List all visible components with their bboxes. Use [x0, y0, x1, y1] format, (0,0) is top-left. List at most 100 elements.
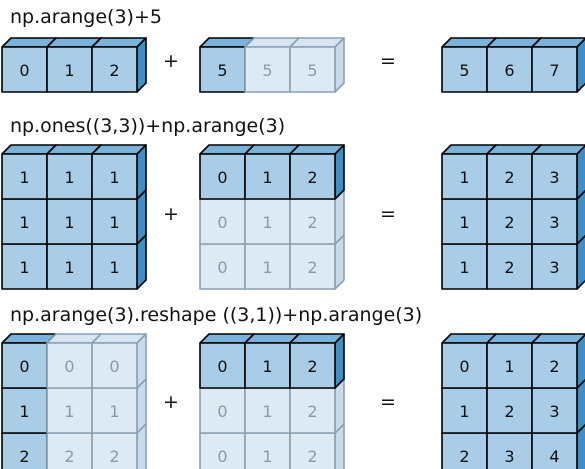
cell-front-face [531, 342, 578, 389]
cell-value: 0 [19, 357, 29, 376]
array-cell: 1 [91, 144, 147, 200]
array-cell: 3 [531, 144, 585, 200]
cell-value: 1 [19, 168, 29, 187]
cell-value: 1 [262, 402, 272, 421]
cell-value: 0 [459, 357, 469, 376]
equals-sign: = [380, 391, 396, 413]
cell-side-face [136, 37, 147, 93]
cell-value: 3 [549, 258, 559, 277]
array-cell: 2 [91, 37, 147, 93]
cell-value: 1 [459, 213, 469, 232]
cell-value: 5 [262, 61, 272, 80]
section-3: np.arange(3).reshape ((3,1))+np.arange(3… [1, 304, 585, 469]
array-cell: 2 [531, 333, 585, 389]
operand-b-array: 5 5 5 [199, 37, 345, 93]
cell-value: 1 [109, 168, 119, 187]
cell-value: 0 [19, 61, 29, 80]
cell-value: 1 [262, 168, 272, 187]
cell-value: 2 [549, 357, 559, 376]
broadcast-ghost-cell: 5 [289, 37, 345, 93]
cell-value: 1 [19, 213, 29, 232]
cell-value: 2 [459, 447, 469, 466]
result-array: 2 3 4 1 2 3 0 1 2 [441, 333, 585, 469]
cell-value: 0 [217, 447, 227, 466]
cell-value: 0 [109, 357, 119, 376]
cell-value: 1 [19, 402, 29, 421]
array-cell: 2 [289, 333, 345, 389]
cell-side-face [136, 333, 147, 389]
cell-value: 0 [217, 402, 227, 421]
cell-value: 5 [217, 61, 227, 80]
operand-b-array: 0 1 2 0 1 2 0 1 2 [199, 144, 345, 290]
cell-value: 1 [64, 258, 74, 277]
cell-front-face [91, 342, 138, 389]
cell-value: 4 [549, 447, 559, 466]
plus-sign: + [163, 391, 179, 413]
section-title: np.arange(3).reshape ((3,1))+np.arange(3… [10, 304, 422, 326]
cell-side-face [576, 37, 585, 93]
cell-value: 0 [217, 168, 227, 187]
array-cell: 2 [289, 144, 345, 200]
cell-value: 1 [262, 447, 272, 466]
cell-value: 2 [307, 357, 317, 376]
cell-value: 3 [549, 168, 559, 187]
cell-value: 2 [307, 447, 317, 466]
cell-side-face [136, 144, 147, 200]
cell-value: 1 [109, 213, 119, 232]
cell-value: 0 [217, 213, 227, 232]
cell-side-face [334, 144, 345, 200]
cell-value: 2 [307, 213, 317, 232]
broadcast-ghost-cell: 0 [91, 333, 147, 389]
cell-front-face [91, 153, 138, 200]
cell-front-face [289, 153, 336, 200]
cell-value: 2 [307, 168, 317, 187]
cell-side-face [576, 144, 585, 200]
cell-value: 0 [64, 357, 74, 376]
cell-value: 1 [262, 258, 272, 277]
cell-front-face [91, 46, 138, 93]
cell-value: 3 [504, 447, 514, 466]
plus-sign: + [163, 50, 179, 72]
cell-value: 0 [217, 357, 227, 376]
cell-front-face [531, 153, 578, 200]
cell-front-face [289, 342, 336, 389]
cell-value: 1 [262, 213, 272, 232]
equals-sign: = [380, 203, 396, 225]
cell-side-face [576, 333, 585, 389]
cell-side-face [334, 333, 345, 389]
cell-top-face [531, 333, 585, 344]
cell-value: 6 [504, 61, 514, 80]
cell-front-face [289, 46, 336, 93]
cell-value: 2 [109, 447, 119, 466]
cell-value: 2 [307, 402, 317, 421]
cell-value: 1 [262, 357, 272, 376]
cell-value: 2 [504, 213, 514, 232]
array-cell: 1 [91, 234, 147, 290]
cell-value: 1 [459, 402, 469, 421]
cell-value: 1 [109, 402, 119, 421]
cell-value: 3 [549, 402, 559, 421]
cell-top-face [531, 144, 585, 155]
cell-value: 2 [504, 258, 514, 277]
cell-value: 2 [307, 258, 317, 277]
cell-top-face [531, 37, 585, 48]
cell-value: 2 [19, 447, 29, 466]
cell-value: 1 [19, 258, 29, 277]
cell-value: 1 [459, 258, 469, 277]
cell-value: 7 [549, 61, 559, 80]
cell-value: 2 [504, 402, 514, 421]
cell-value: 1 [64, 61, 74, 80]
operand-b-array: 0 1 2 0 1 2 0 1 2 [199, 333, 345, 469]
cell-value: 5 [307, 61, 317, 80]
section-title: np.ones((3,3))+np.arange(3) [10, 115, 285, 137]
cell-front-face [531, 46, 578, 93]
plus-sign: + [163, 203, 179, 225]
cell-value: 0 [217, 258, 227, 277]
cell-value: 1 [109, 258, 119, 277]
cell-value: 1 [64, 402, 74, 421]
cell-value: 1 [504, 357, 514, 376]
